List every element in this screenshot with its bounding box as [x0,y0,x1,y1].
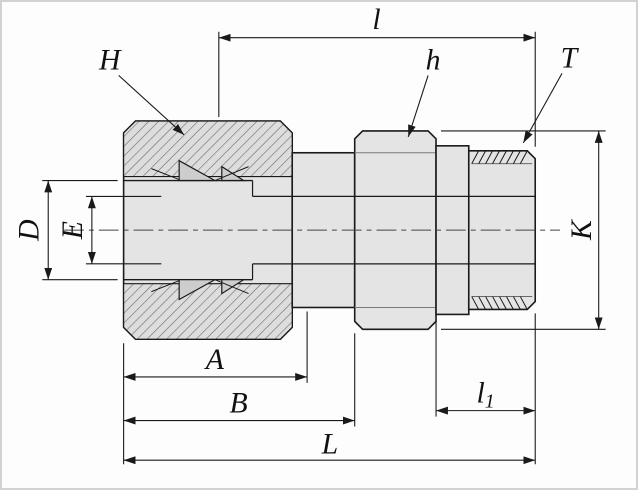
leader-H: H [98,43,185,136]
dim-h-label: h [426,43,441,76]
dim-A-label: A [204,343,225,376]
dim-B: B [123,333,356,427]
dim-l-extensions [218,31,536,147]
dim-l: l [218,3,536,147]
dim-D-extensions [42,179,118,281]
leader-T: T [522,41,580,144]
dim-E-extensions [85,195,162,265]
thread-root-lines [471,163,533,298]
dim-E-label: E [56,221,89,240]
dim-D: D [12,179,118,281]
ferrule-seat-lines [151,166,249,295]
dim-T-label: T [561,41,580,74]
front-ferrule-top [178,159,218,182]
leader-T-line [522,73,563,144]
hex-flat-lines [354,152,437,308]
nut-hatch-top [123,120,293,178]
leader-h-line [407,75,429,138]
dim-A: A [123,311,308,383]
dim-K-label: K [565,218,598,241]
front-ferrule-bottom [178,279,218,301]
dim-K: K [440,130,606,330]
dimensions: l H h T D E [12,3,606,465]
dim-D-label: D [12,219,45,242]
through-bore-lines [252,195,536,265]
dim-L: L [123,427,536,465]
thread-helix-lines [471,150,528,310]
dim-K-extensions [440,130,606,330]
extension-lines-bottom [123,313,536,465]
leader-h: h [407,43,441,138]
nut-hatch-bottom [123,283,293,340]
dim-B-label: B [230,387,248,420]
dim-l-label: l [372,3,380,36]
dim-l1: l1 [435,318,536,417]
dim-l1-label-sub: 1 [485,391,495,413]
dim-E: E [56,195,162,265]
dim-l1-label-main: l [477,377,485,410]
leader-H-line [118,74,185,136]
dim-l1-label: l1 [477,377,495,413]
dim-H-label: H [98,43,122,76]
dim-L-label: L [321,427,339,460]
